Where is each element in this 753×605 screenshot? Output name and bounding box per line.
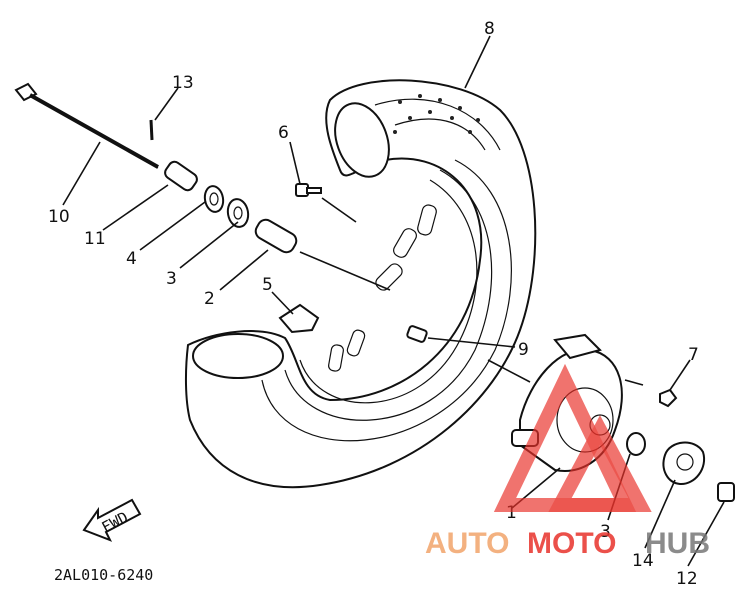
watermark-text-moto: MOTO — [527, 527, 616, 560]
callout-2: 2 — [204, 289, 215, 309]
callout-8: 8 — [484, 19, 495, 39]
leader-lines — [62, 35, 725, 567]
callout-13: 13 — [172, 73, 194, 93]
callout-5: 5 — [262, 275, 273, 295]
callout-4: 4 — [126, 249, 137, 269]
callout-9: 9 — [518, 340, 529, 360]
watermark-triangle-logo — [493, 363, 652, 512]
callout-6: 6 — [278, 123, 289, 143]
callout-3-hub: 3 — [600, 522, 611, 542]
axle-parts — [14, 82, 298, 254]
watermark-text-auto: AUTO — [425, 527, 509, 560]
drawing-code: 2AL010-6240 — [54, 566, 153, 584]
callout-7: 7 — [688, 345, 699, 365]
callout-10: 10 — [48, 207, 70, 227]
forward-arrow-icon: FWD — [82, 498, 142, 542]
tire-drawing — [184, 79, 537, 489]
callout-1: 1 — [506, 503, 517, 523]
callout-14: 14 — [632, 551, 654, 571]
callout-numbers: 8 13 6 10 11 4 3 2 5 9 7 1 3 14 12 — [48, 19, 699, 589]
watermark-text-hub: HUB — [645, 527, 710, 560]
callout-3: 3 — [166, 269, 177, 289]
automotohub-watermark: AUTO MOTO HUB — [425, 363, 710, 560]
callout-11: 11 — [84, 229, 106, 249]
callout-12: 12 — [676, 569, 698, 589]
